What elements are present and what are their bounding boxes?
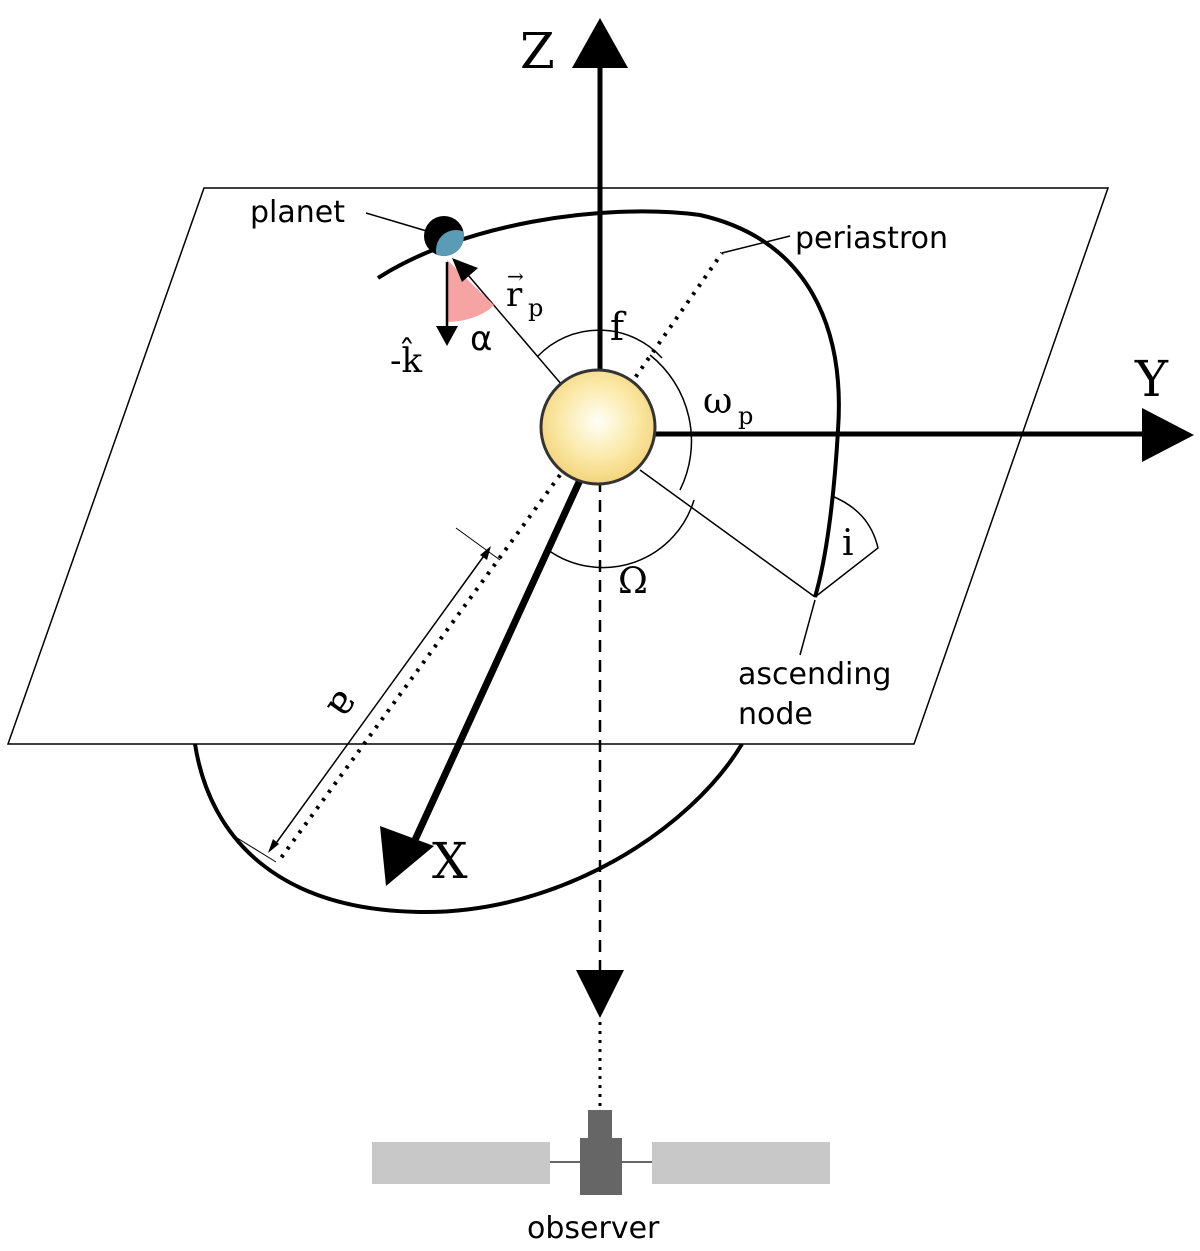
observer-label: observer	[527, 1211, 660, 1246]
semi-major-axis-arrowhead-top	[480, 546, 491, 560]
periastron-label: periastron	[795, 221, 948, 256]
apsides-line-upper	[628, 251, 724, 387]
planet-leader	[365, 212, 431, 233]
line-of-nodes	[639, 469, 816, 598]
semi-major-axis-tick-bottom	[233, 835, 277, 863]
radius-vector-label: r	[506, 275, 523, 315]
planet-label: planet	[250, 195, 345, 230]
radius-vector-arrowhead	[452, 258, 478, 282]
radius-vector-arrow-mark: →	[507, 264, 524, 288]
semi-major-axis-arrowhead-bottom	[268, 839, 279, 853]
phase-angle-label: α	[470, 319, 492, 359]
long-asc-node-label: Ω	[618, 561, 648, 602]
radius-vector-line	[467, 274, 563, 386]
radius-vector-subscript: p	[528, 294, 543, 322]
ascending-node-leader	[799, 599, 816, 656]
minus-k-arrowhead	[436, 326, 458, 346]
inclination-arc	[814, 495, 879, 598]
z-axis-label: Z	[520, 22, 555, 80]
x-axis-arrowhead	[380, 826, 434, 886]
y-axis-arrowhead	[1142, 408, 1194, 462]
x-axis	[411, 478, 584, 842]
orbit-upper-arc	[376, 209, 841, 598]
inclination-label: i	[842, 523, 854, 564]
ascending-node-label-line2: node	[738, 697, 813, 732]
semi-major-axis-tick-top	[455, 527, 501, 561]
semi-major-axis-arrow	[273, 552, 487, 847]
true-anomaly-label: f	[610, 305, 627, 349]
line-of-sight-arrowhead	[576, 970, 624, 1018]
periastron-leader	[721, 235, 791, 254]
arg-periastron-label: ω	[703, 381, 732, 422]
phase-angle-wedge	[447, 260, 494, 322]
telescope-icon	[372, 1110, 830, 1195]
ascending-node-label-line1: ascending	[738, 657, 891, 692]
arg-periastron-subscript: p	[738, 402, 753, 430]
orbit-lower-arc	[193, 742, 744, 915]
minus-k-label: -k̂	[390, 338, 422, 381]
star	[539, 368, 657, 486]
x-axis-label: X	[432, 832, 468, 890]
planet	[424, 216, 464, 256]
z-axis-arrowhead	[572, 18, 628, 68]
y-axis-label: Y	[1134, 350, 1169, 408]
arg-periastron-arc	[649, 354, 693, 491]
long-asc-node-arc	[547, 499, 695, 569]
